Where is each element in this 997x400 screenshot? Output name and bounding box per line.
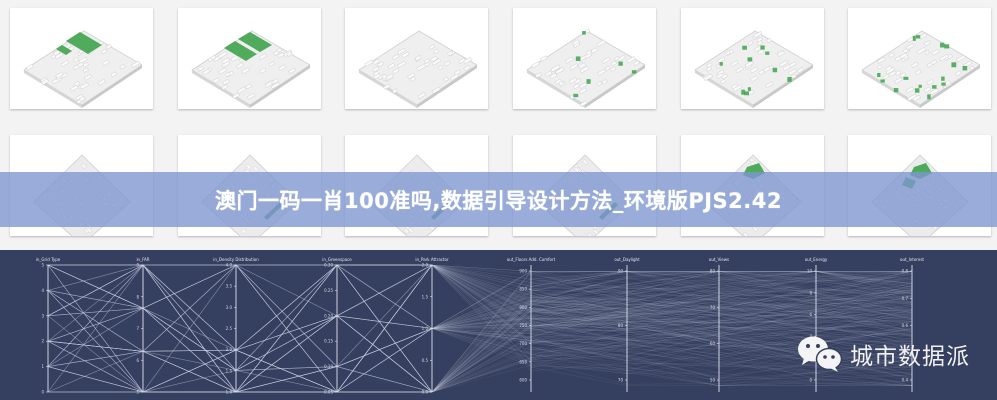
tick-label: 80: [710, 269, 716, 274]
tick-label: 80: [618, 323, 624, 328]
tick-label: 0.5: [902, 350, 909, 355]
tick-label: 6: [809, 312, 812, 317]
axis-label: in_Greenspace: [322, 257, 352, 262]
watermark: 城市数据派: [796, 332, 970, 376]
tick-label: 650: [519, 359, 527, 364]
axis-label: out_Energy: [805, 257, 828, 262]
tick-label: 0.5: [422, 358, 429, 363]
parallel-coordinates-plot: in_Grid Type012345in_FAR56789in_Density …: [36, 257, 925, 395]
banner-title: 澳门一码一肖100准吗,数据引导设计方法_环境版PJS2.42: [215, 188, 782, 213]
tick-label: 4: [809, 334, 812, 339]
tick-label: 0.6: [902, 323, 909, 328]
wechat-icon: [798, 336, 843, 372]
tick-label: 4: [41, 288, 44, 293]
city-model-render: [191, 30, 311, 108]
tick-label: 3.5: [226, 284, 233, 289]
tick-label: 1.5: [226, 368, 233, 373]
tick-label: 600: [519, 378, 527, 383]
axis-label: out_Daylight: [614, 257, 640, 262]
city-model-render: [526, 28, 646, 108]
axis-label: out_Views: [709, 257, 729, 262]
axis-label: in_Density Distribution: [213, 257, 259, 262]
tick-label: 10: [807, 269, 813, 274]
isometric-city-model-2: [178, 8, 321, 109]
tick-label: 50: [710, 378, 716, 383]
tick-label: 3: [41, 313, 44, 318]
tick-label: 8: [809, 290, 812, 295]
city-model-render: [694, 30, 814, 108]
tick-label: 0: [41, 390, 44, 395]
isometric-city-model-4: [513, 8, 656, 109]
axis-label: in_Grid Type: [36, 257, 61, 262]
tick-label: 8: [136, 294, 139, 299]
axis-label: out_Interest: [900, 257, 924, 262]
title-banner: 澳门一码一肖100准吗,数据引导设计方法_环境版PJS2.42: [0, 172, 997, 227]
isometric-city-model-6: [848, 8, 991, 109]
tick-label: 0.8: [902, 269, 909, 274]
isometric-city-model-1: [10, 8, 153, 109]
watermark-text: 城市数据派: [850, 344, 970, 370]
tick-label: 1: [41, 364, 44, 369]
tick-label: 5: [41, 263, 44, 268]
isometric-city-model-3: [345, 8, 488, 109]
tick-label: 850: [519, 287, 527, 292]
city-model-render: [23, 30, 143, 108]
tick-label: 0: [809, 378, 812, 383]
axis-label: in_FAR: [136, 257, 149, 262]
tick-label: 2.5: [226, 326, 233, 331]
tick-label: 0.15: [324, 339, 333, 344]
tick-label: 6: [136, 358, 139, 363]
tick-label: 0.4: [902, 378, 909, 383]
tick-label: 1.5: [422, 294, 429, 299]
tick-label: 3.0: [226, 305, 233, 310]
tick-label: 0.25: [324, 288, 333, 293]
tick-label: 1.0: [422, 326, 429, 331]
tick-label: 70: [710, 305, 716, 310]
city-model-render: [861, 30, 981, 108]
tick-label: 2.0: [226, 347, 233, 352]
axis-label: in_Park Attractor: [415, 257, 449, 262]
axis-label: out_Floors Add. Comfort: [507, 257, 556, 262]
tick-label: 90: [618, 269, 624, 274]
tick-label: 800: [519, 305, 527, 310]
tick-label: 2: [41, 339, 44, 344]
tick-label: 0.10: [324, 364, 333, 369]
tick-label: 900: [519, 269, 527, 274]
tick-label: 750: [519, 323, 527, 328]
tick-label: 60: [710, 341, 716, 346]
city-model-render: [358, 30, 478, 108]
tick-label: 0.7: [902, 296, 909, 301]
tick-label: 7: [136, 326, 139, 331]
tick-label: 700: [519, 341, 527, 346]
tick-label: 70: [618, 378, 624, 383]
isometric-city-model-5: [681, 8, 824, 109]
tick-label: 0.20: [324, 313, 333, 318]
